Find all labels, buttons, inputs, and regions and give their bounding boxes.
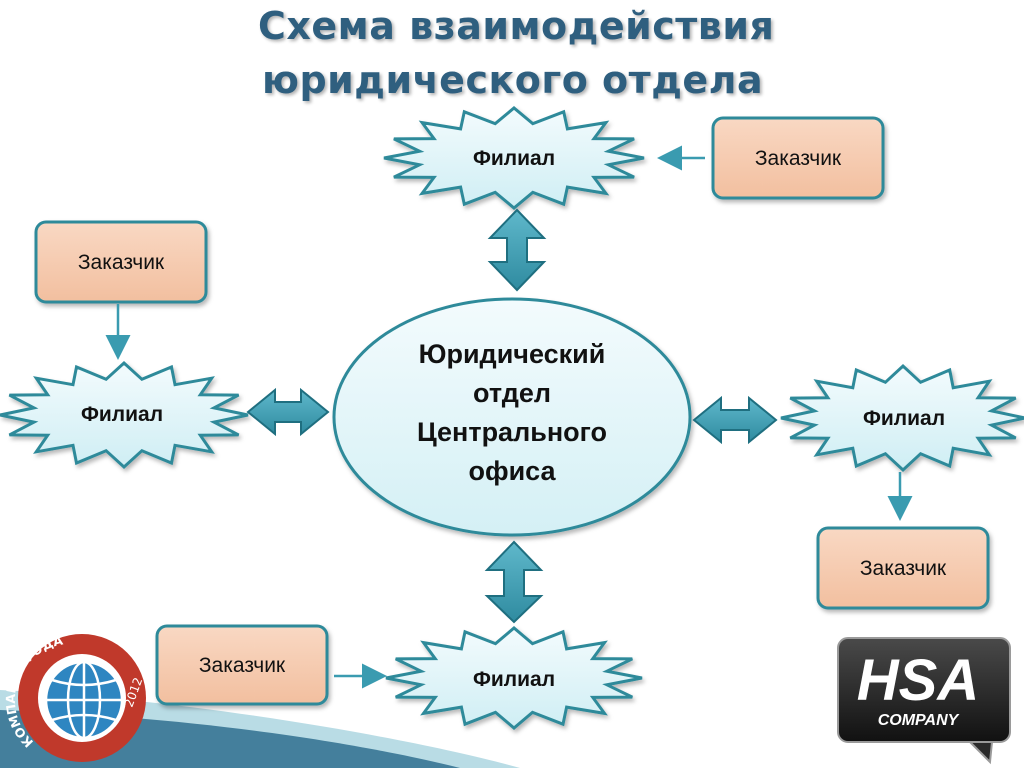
slide-title-line-2: юридического отдела [262, 58, 764, 102]
central-node-line-3: Центрального [417, 417, 607, 447]
award-logo: КОМПАНИЯ ГОДА 2012 [3, 632, 146, 762]
hsa-company-logo: HSA COMPANY [837, 637, 1011, 765]
branch-node-bottom: Филиал [385, 626, 643, 730]
customer-box-right: Заказчик [816, 526, 990, 610]
branch-label-top: Филиал [473, 147, 555, 170]
branch-label-left: Филиал [81, 403, 163, 426]
double-arrow-right [692, 395, 778, 445]
central-node-line-2: отдел [473, 378, 551, 408]
customer-label-top-right: Заказчик [755, 147, 842, 170]
central-node-line-4: офиса [468, 456, 556, 486]
slide-title-line-1: Схема взаимодействия [258, 4, 775, 48]
hsa-company-text: COMPANY [878, 712, 960, 729]
double-arrow-top [487, 208, 547, 292]
double-arrow-left [246, 387, 330, 437]
customer-box-top-right: Заказчик [711, 116, 885, 200]
customer-box-top-left: Заказчик [34, 220, 208, 304]
globe-icon [44, 660, 124, 740]
branch-node-top: Филиал [383, 106, 645, 210]
customer-label-bottom-left: Заказчик [199, 654, 286, 677]
double-arrow-bottom [484, 540, 544, 624]
branch-node-right: Филиал [780, 363, 1024, 473]
customer-label-right: Заказчик [860, 557, 947, 580]
central-node-line-1: Юридический [419, 339, 606, 369]
branch-node-left: Филиал [0, 360, 249, 470]
hsa-brand-text: HSA [857, 648, 979, 713]
branch-label-bottom: Филиал [473, 668, 555, 691]
customer-box-bottom-left: Заказчик [155, 624, 329, 706]
central-node: Юридический отдел Центрального офиса [332, 297, 692, 537]
customer-label-top-left: Заказчик [78, 251, 165, 274]
branch-label-right: Филиал [863, 407, 945, 430]
